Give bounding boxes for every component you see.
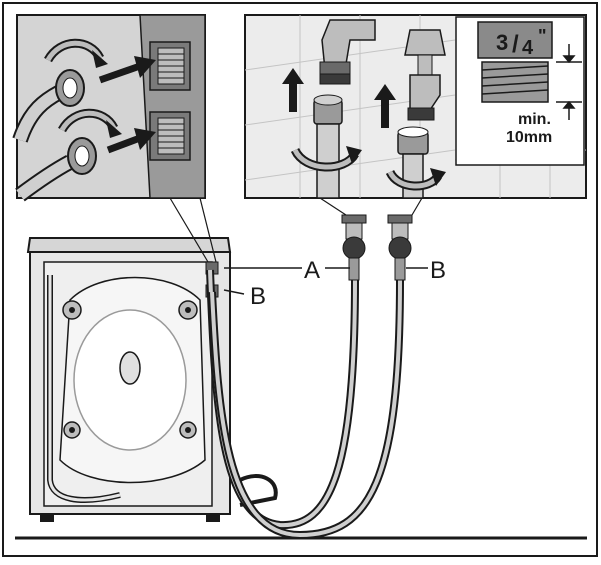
inlet-hoses [206,269,404,540]
transport-bolts [62,300,198,439]
hose-end-valve-a [341,214,367,281]
thread-size-inch-mark: " [538,26,547,46]
thread-size-numerator: 3 [496,30,508,55]
min-length-dimension [556,44,582,120]
lower-push-arrow-icon [106,128,156,154]
left-rotate-arrow-icon [290,146,362,172]
min-value: 10mm [506,129,552,146]
left-up-arrow-icon [282,68,304,112]
inset-tap-connection: 3 / 4 " min. 10mm [244,14,587,199]
leader-lines [169,197,423,263]
upper-hose [12,69,85,143]
thread-size-plate [477,21,553,59]
upper-push-arrow-icon [98,56,156,84]
thread-rings [481,61,549,103]
hose-end-valve-b [387,214,413,281]
hose-hook [239,474,278,507]
machine-top [26,237,232,253]
upper-inlet-valve [149,41,191,91]
thread-size-slash: / [512,31,519,58]
lower-inlet-valve [149,111,191,161]
washing-machine-rear [26,237,278,522]
machine-foot-left [40,514,54,522]
right-rotate-arrow-icon [385,168,446,191]
callout-label-b-hose: B [430,257,446,284]
right-up-arrow-icon [374,84,396,128]
callout-label-b-machine: B [250,283,266,310]
callout-label-a: A [304,257,320,284]
thread-detail: 3 / 4 " min. 10mm [455,16,585,166]
lower-hose [15,137,97,202]
thread-size-denominator: 4 [522,37,534,59]
right-hose-connector [397,126,429,199]
right-water-tap [404,29,446,121]
inset-machine-connection [12,14,206,202]
left-hose-connector [313,94,343,199]
min-label: min. [518,111,551,128]
callout-line-b-machine [223,289,245,295]
drum-hub [119,351,141,385]
left-water-tap [319,19,376,85]
machine-foot-right [206,514,220,522]
